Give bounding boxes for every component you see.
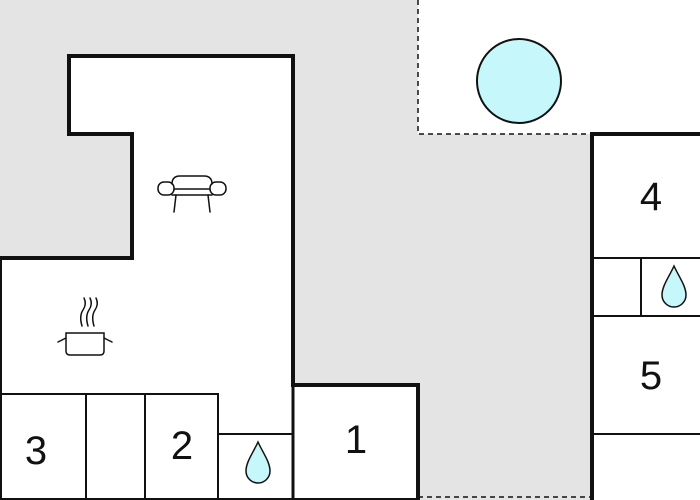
- room-label-2: 2: [171, 424, 193, 468]
- room-label-1: 1: [345, 418, 367, 462]
- pool-icon: [476, 38, 562, 124]
- room-label-5: 5: [640, 354, 662, 398]
- room-label-4: 4: [640, 175, 662, 219]
- sofa-icon: [157, 175, 227, 213]
- bottom-rooms: [0, 385, 295, 500]
- water-drop-icon: [661, 264, 687, 308]
- cooking-pot-icon: [57, 297, 113, 356]
- main-house: [0, 54, 420, 500]
- right-annex: [590, 132, 700, 500]
- water-drop-icon: [245, 440, 271, 484]
- room-label-3: 3: [25, 429, 47, 473]
